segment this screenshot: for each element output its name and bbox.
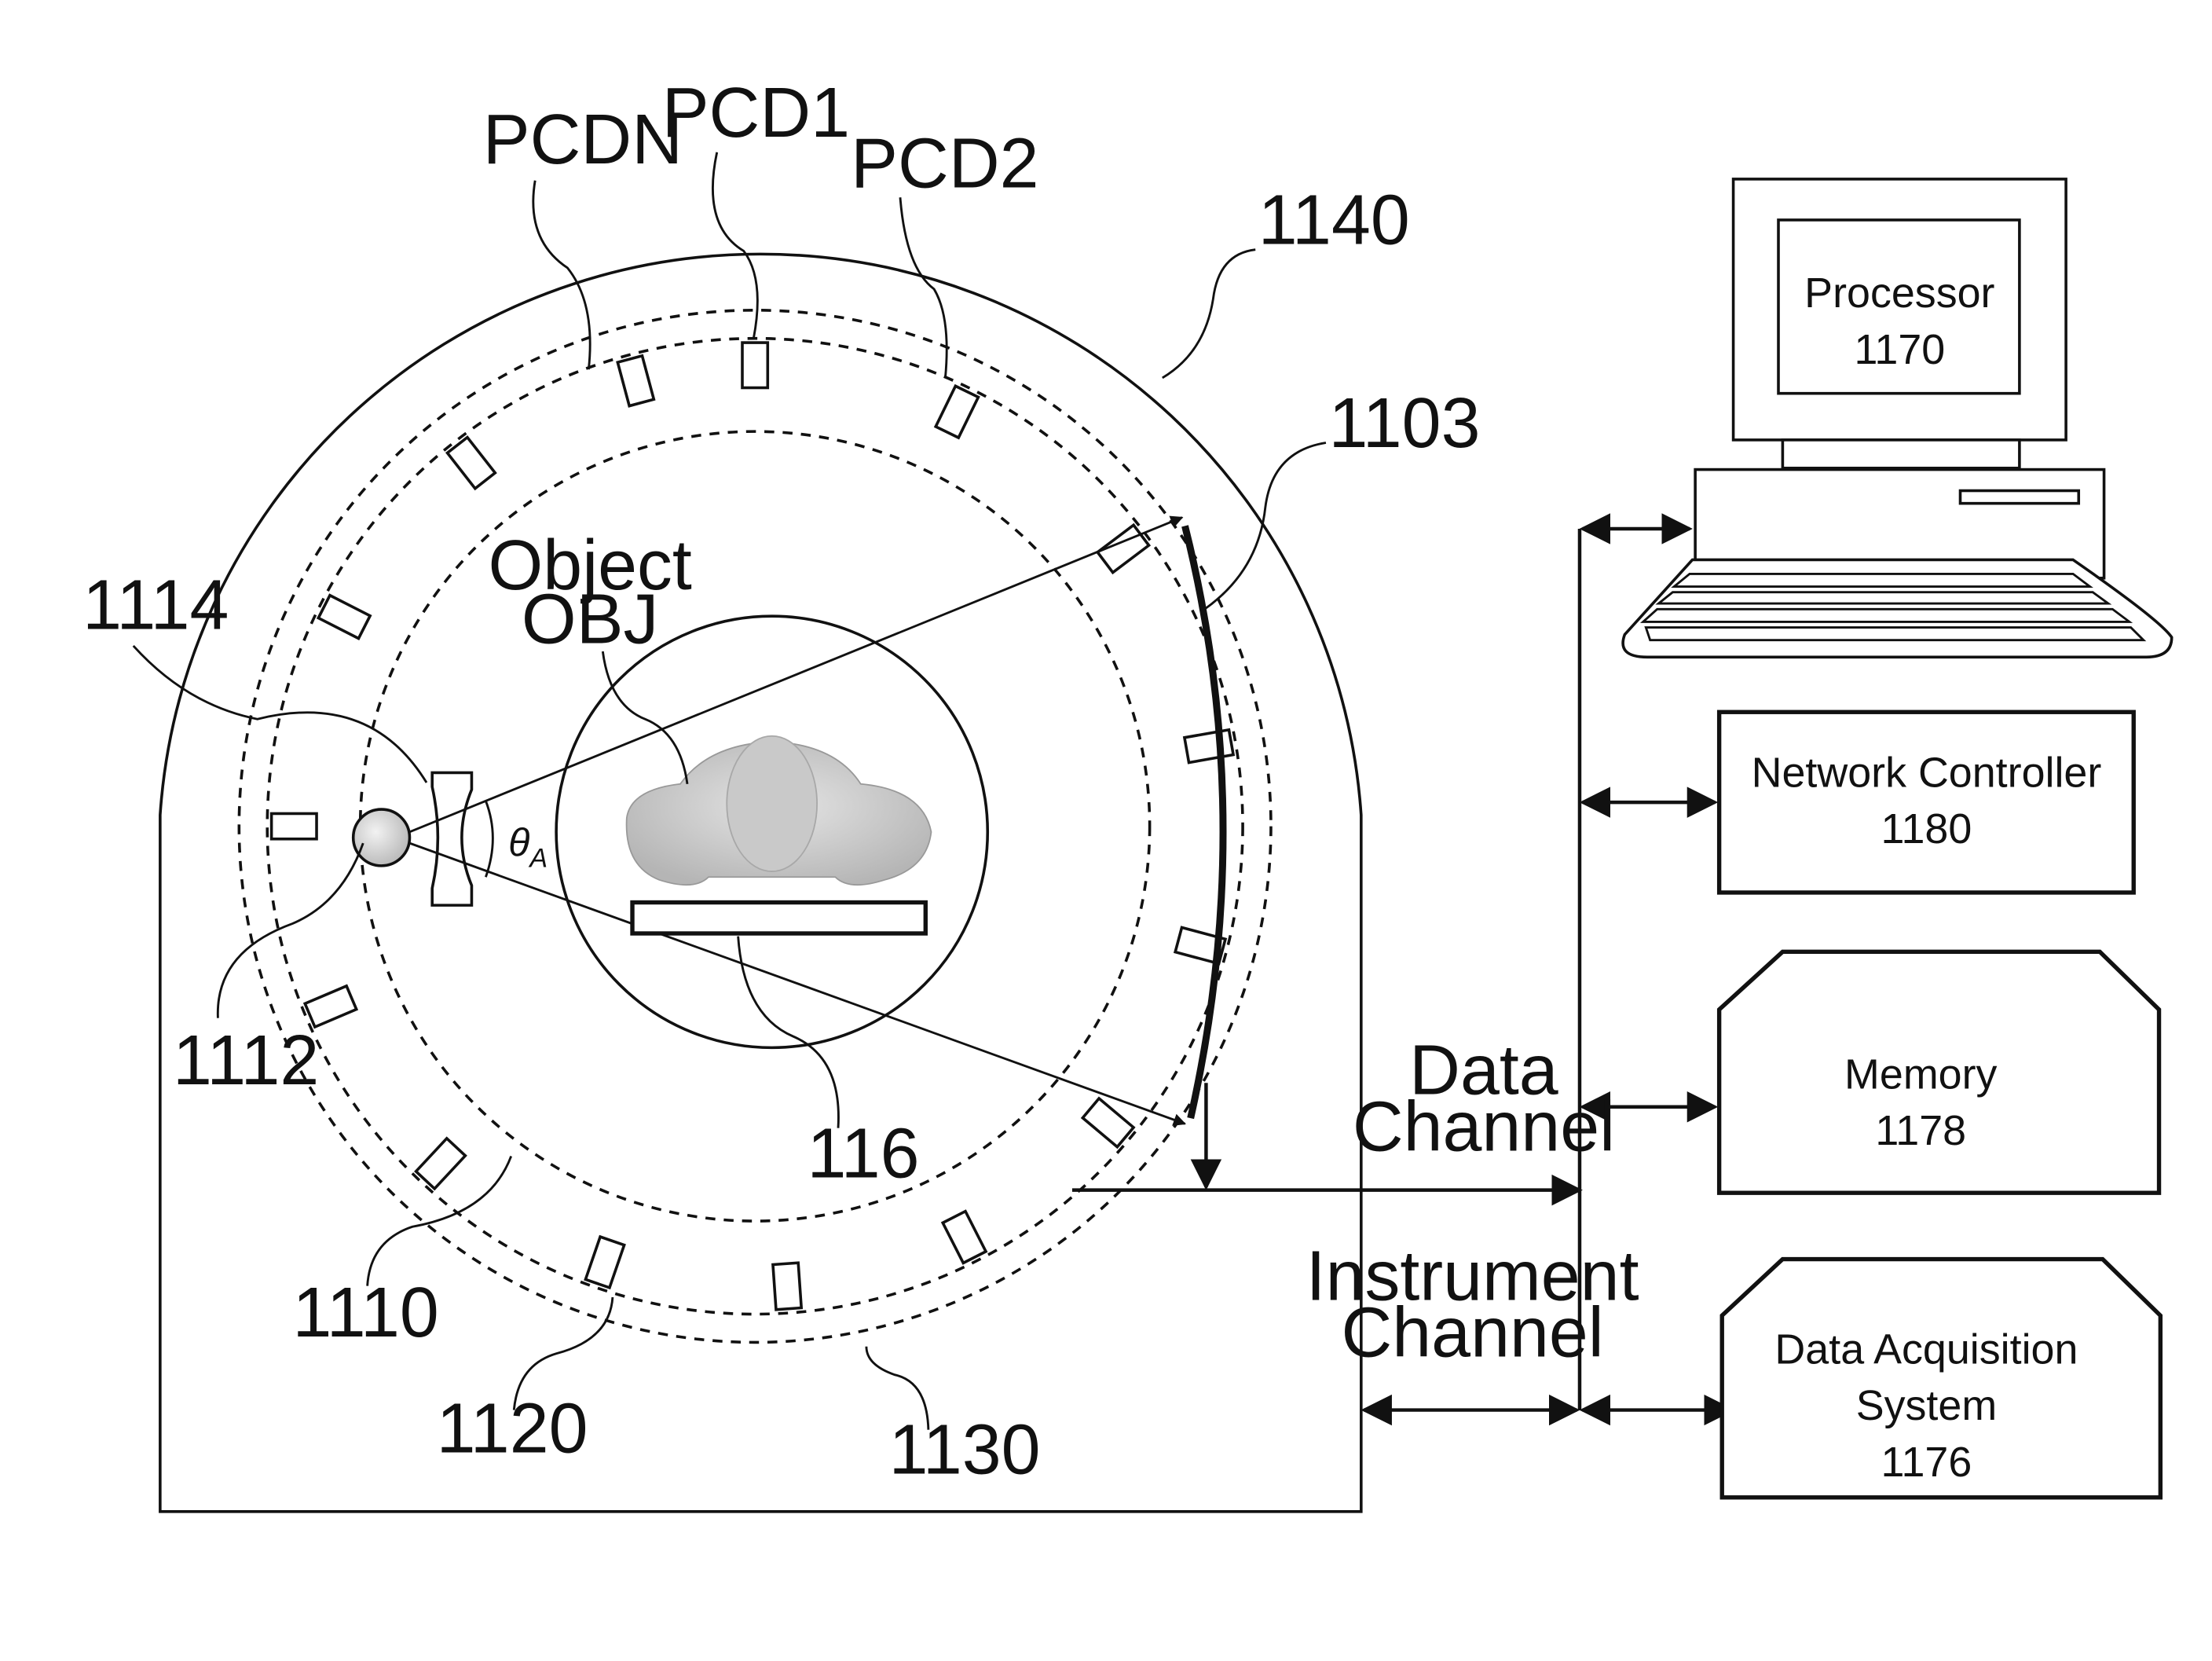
label-1140: 1140 [1258,181,1410,259]
das-name-2: System [1856,1382,1997,1429]
object-obj [627,736,932,885]
pcd-element [272,813,317,838]
xray-tube [353,809,410,866]
processor-ref: 1170 [1854,326,1945,373]
label-obj: OBJ [522,580,659,658]
label-1114: 1114 [82,566,229,644]
label-1110: 1110 [293,1274,439,1352]
pcd-element [448,438,496,489]
processor-computer [1623,179,2172,657]
pcd-element [742,343,767,387]
beam-lower-ray [409,843,1185,1124]
das-ref: 1176 [1881,1439,1972,1486]
network-controller-box [1719,712,2134,893]
network-controller-name: Network Controller [1752,749,2102,796]
pcd-element [318,596,370,639]
processor-name: Processor [1804,270,1994,317]
pcd-element [1082,1098,1133,1147]
memory-ref: 1178 [1875,1107,1966,1154]
pcd-element [617,356,654,406]
collimator [432,772,471,905]
label-instrument-channel: Channel [1341,1293,1603,1372]
label-1103: 1103 [1329,384,1481,463]
memory-name: Memory [1844,1050,1997,1098]
pcd-element [773,1263,801,1310]
label-1130: 1130 [889,1410,1041,1489]
network-controller-ref: 1180 [1881,805,1972,852]
label-data-channel: Channel [1353,1087,1615,1166]
pcd-element [1185,730,1233,763]
das-name-1: Data Acquisition [1774,1326,2078,1373]
label-pcd1: PCD1 [662,74,850,152]
label-116: 116 [808,1114,920,1193]
label-pcd2: PCD2 [851,125,1038,204]
pcd-element [416,1138,466,1189]
pcd-element [585,1237,624,1288]
label-pcdn: PCDN [483,101,683,179]
fan-angle-arc [485,801,493,877]
label-1112: 1112 [173,1021,319,1100]
patient-table [632,903,925,933]
label-1120: 1120 [437,1389,588,1468]
pcd-element [936,386,978,438]
label-theta: θA [508,820,548,873]
pcd-element [943,1212,986,1263]
detector-arc-1103 [1185,526,1223,1118]
